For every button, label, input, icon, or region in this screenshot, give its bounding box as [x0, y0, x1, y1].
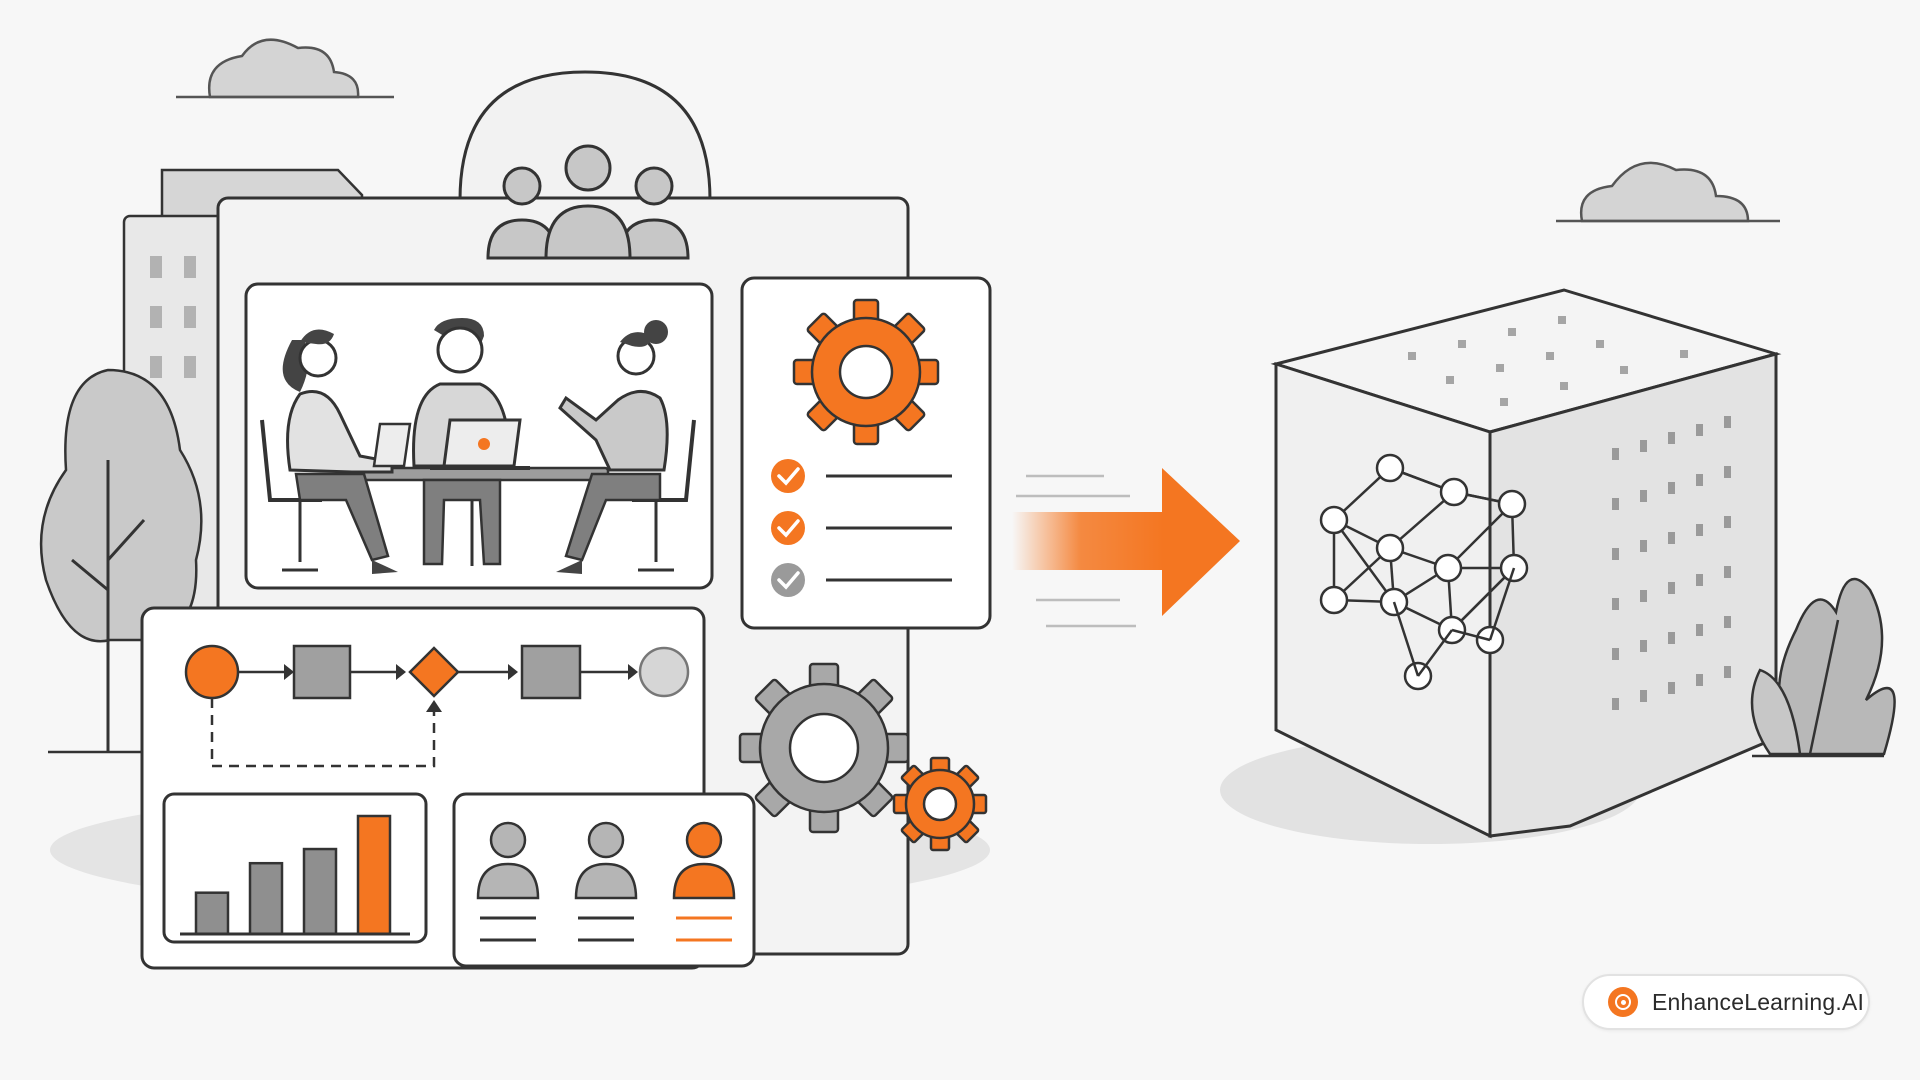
check-icon	[771, 459, 805, 493]
cloud-icon	[176, 38, 394, 99]
meeting-scene-card	[244, 282, 714, 590]
bar	[356, 814, 392, 936]
settings-card	[740, 276, 992, 630]
checklist	[771, 459, 952, 597]
laptop-icon	[430, 418, 530, 470]
arrow-right-icon	[1012, 468, 1240, 628]
neural-network-icon	[1319, 453, 1529, 691]
person-right	[556, 320, 669, 574]
brand-name: EnhanceLearning.AI	[1652, 988, 1865, 1015]
person-icon	[574, 821, 638, 942]
bar	[248, 861, 284, 936]
target-logo-icon	[1608, 987, 1638, 1017]
brand-badge[interactable]: EnhanceLearning.AI	[1582, 974, 1870, 1030]
tree	[39, 368, 220, 754]
gear-icon	[738, 662, 910, 834]
gear-icon	[792, 298, 940, 446]
people-list-card	[452, 792, 756, 968]
ai-knowledge-cube	[1270, 288, 1782, 839]
gear-icon	[892, 756, 988, 852]
bar	[194, 891, 230, 936]
person-icon	[476, 821, 540, 942]
person-icon	[672, 821, 736, 942]
team-icon	[486, 144, 690, 260]
bush	[1750, 577, 1896, 758]
cloud-icon	[1556, 161, 1780, 223]
bar	[302, 847, 338, 936]
person-left	[282, 329, 398, 574]
check-icon	[771, 511, 805, 545]
check-icon	[771, 563, 805, 597]
bar-chart-card	[162, 792, 428, 944]
